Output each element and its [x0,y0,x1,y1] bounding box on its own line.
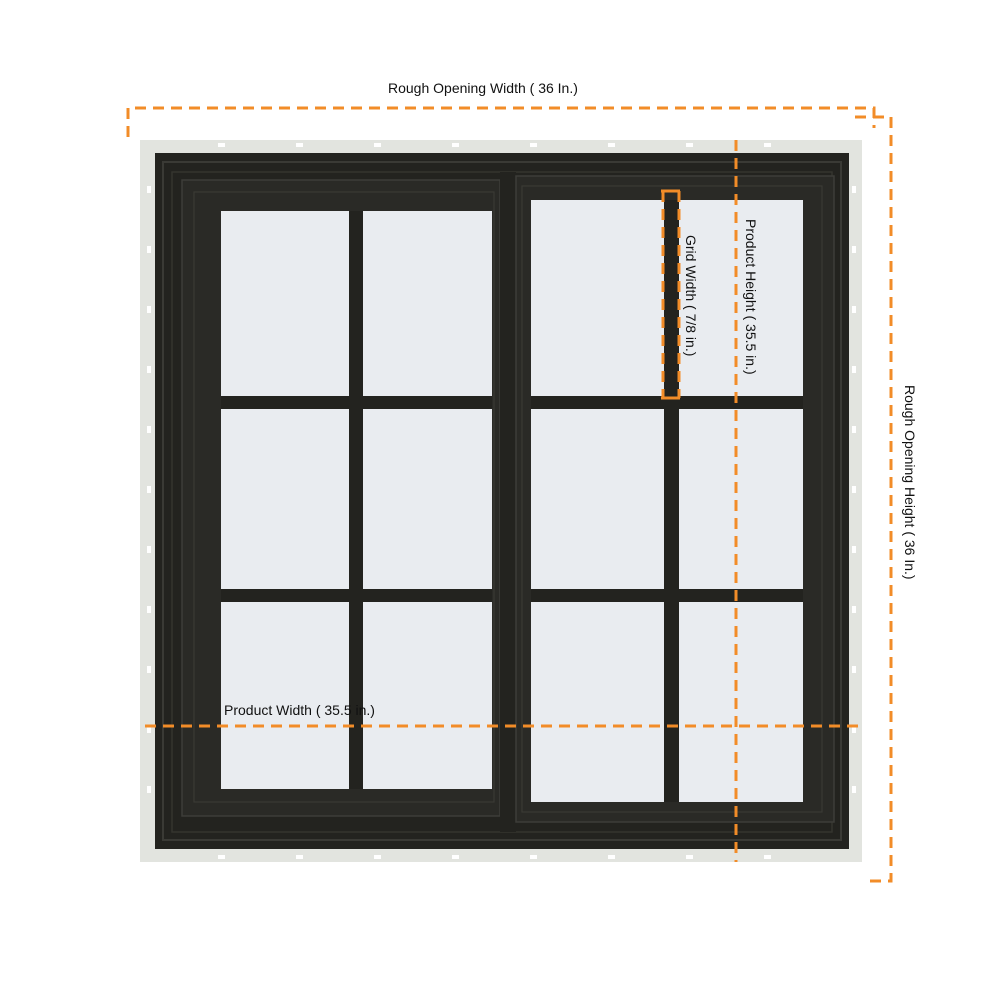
rough-opening-height-label: Rough Opening Height ( 36 In.) [902,385,918,580]
flange-nail-holes [147,143,856,859]
dimension-lines [126,106,893,883]
product-width-label: Product Width ( 35.5 in.) [224,702,375,718]
left-sash-grid [221,211,492,789]
rough-opening-height-line [855,115,893,883]
left-sash-bevel [193,191,495,803]
right-sash-bevel [521,185,823,813]
rough-opening-width-line [126,106,876,137]
product-height-label: Product Height ( 35.5 in.) [743,219,759,375]
grid-width-label: Grid Width ( 7/8 in.) [683,235,699,357]
rough-opening-width-label: Rough Opening Width ( 36 In.) [388,80,578,96]
meeting-rail [500,172,516,832]
frame-bevel-outer [162,161,842,841]
